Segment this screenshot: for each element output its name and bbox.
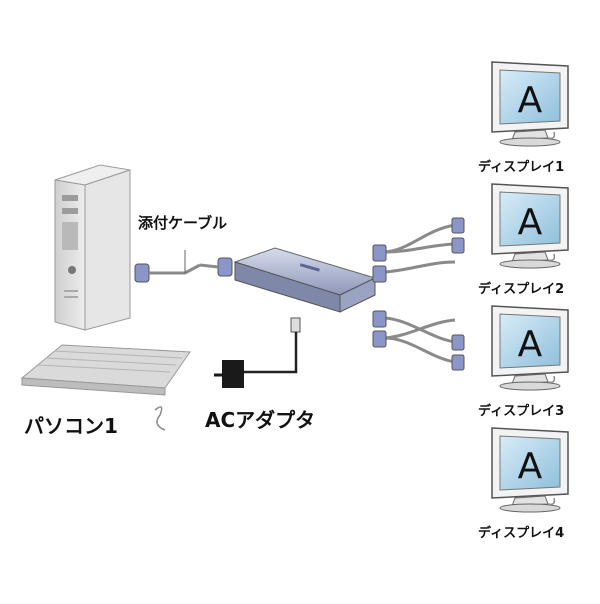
- pc-label: パソコン1: [24, 414, 118, 438]
- output-connectors-lower: [372, 310, 465, 371]
- keyboard: [20, 344, 191, 396]
- monitor-letter: A: [518, 446, 543, 487]
- display-label-3: ディスプレイ3: [478, 404, 565, 419]
- output-connectors-upper: [372, 217, 465, 283]
- monitor-letter: A: [518, 324, 543, 365]
- display-label-1: ディスプレイ1: [478, 160, 565, 175]
- monitor-4: A: [491, 427, 569, 513]
- splitter-box: [233, 247, 377, 313]
- monitor-letter: A: [518, 202, 543, 243]
- monitors-group: A A A A: [491, 61, 569, 513]
- ac-adapter: [214, 317, 301, 388]
- pc-tower: [54, 164, 131, 331]
- output-cables-lower: [384, 316, 456, 364]
- monitor-2: A: [491, 183, 569, 269]
- monitor-letter: A: [518, 80, 543, 121]
- output-cables-upper: [384, 223, 456, 274]
- display-label-2: ディスプレイ2: [478, 282, 565, 297]
- attached-cable: [134, 250, 233, 283]
- mouse-cable: [154, 406, 166, 431]
- monitor-1: A: [491, 61, 569, 147]
- monitor-3: A: [491, 305, 569, 391]
- cable-label: 添付ケーブル: [138, 214, 228, 232]
- adapter-label: ACアダプタ: [205, 408, 316, 432]
- display-label-4: ディスプレイ4: [478, 526, 565, 541]
